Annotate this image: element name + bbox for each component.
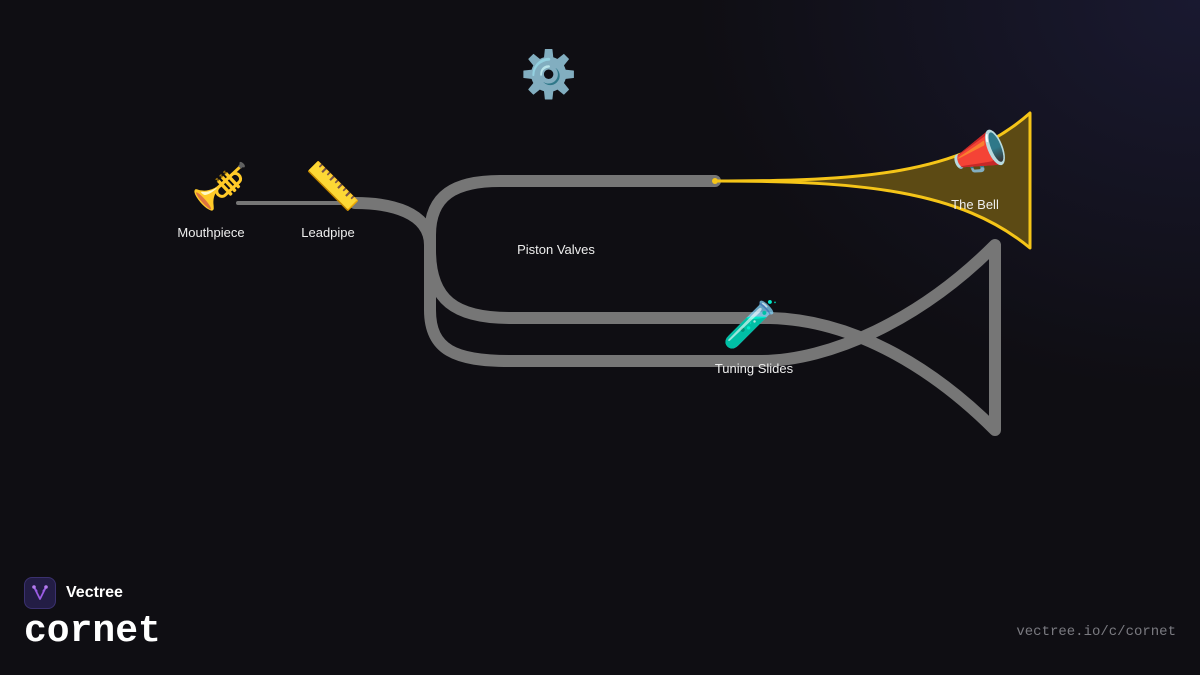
tubing-main-loop <box>349 175 1001 436</box>
brand: Vectree <box>24 577 123 609</box>
label-piston-valves: Piston Valves <box>517 242 595 257</box>
label-leadpipe: Leadpipe <box>301 225 355 240</box>
bell-flare-highlight <box>713 111 1032 250</box>
label-the-bell: The Bell <box>951 197 999 212</box>
gear-icon[interactable]: ⚙️ <box>520 47 578 101</box>
vectree-logo-icon <box>24 577 56 609</box>
label-tuning-slides: Tuning Slides <box>714 361 794 376</box>
bell-junction-dot <box>712 178 718 184</box>
ruler-icon[interactable]: 📏 <box>304 159 362 213</box>
megaphone-icon[interactable]: 📣 <box>951 125 1009 179</box>
page-title: cornet <box>24 610 161 653</box>
page-url[interactable]: vectree.io/c/cornet <box>1016 624 1176 640</box>
trumpet-icon[interactable]: 🎺 <box>191 159 249 213</box>
label-mouthpiece: Mouthpiece <box>177 225 245 240</box>
brand-name: Vectree <box>66 584 123 601</box>
test-tube-icon[interactable]: 🧪 <box>722 297 780 351</box>
